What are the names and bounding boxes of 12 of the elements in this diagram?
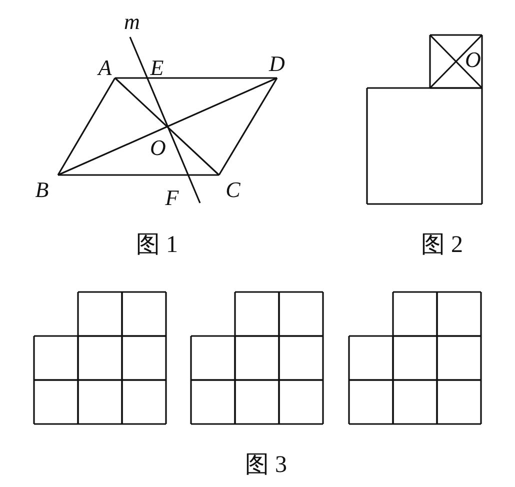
point-label: D [269,53,285,75]
point-label: A [98,57,112,79]
point-label: E [150,57,164,79]
point-label: C [226,179,240,201]
point-label: F [165,187,179,209]
figure-caption: 图 3 [245,453,287,477]
figure-caption: 图 1 [136,233,178,257]
point-label: O [465,49,481,71]
point-label: m [124,11,140,33]
point-label: O [150,137,166,159]
point-label: B [35,179,49,201]
figure-caption: 图 2 [421,233,463,257]
